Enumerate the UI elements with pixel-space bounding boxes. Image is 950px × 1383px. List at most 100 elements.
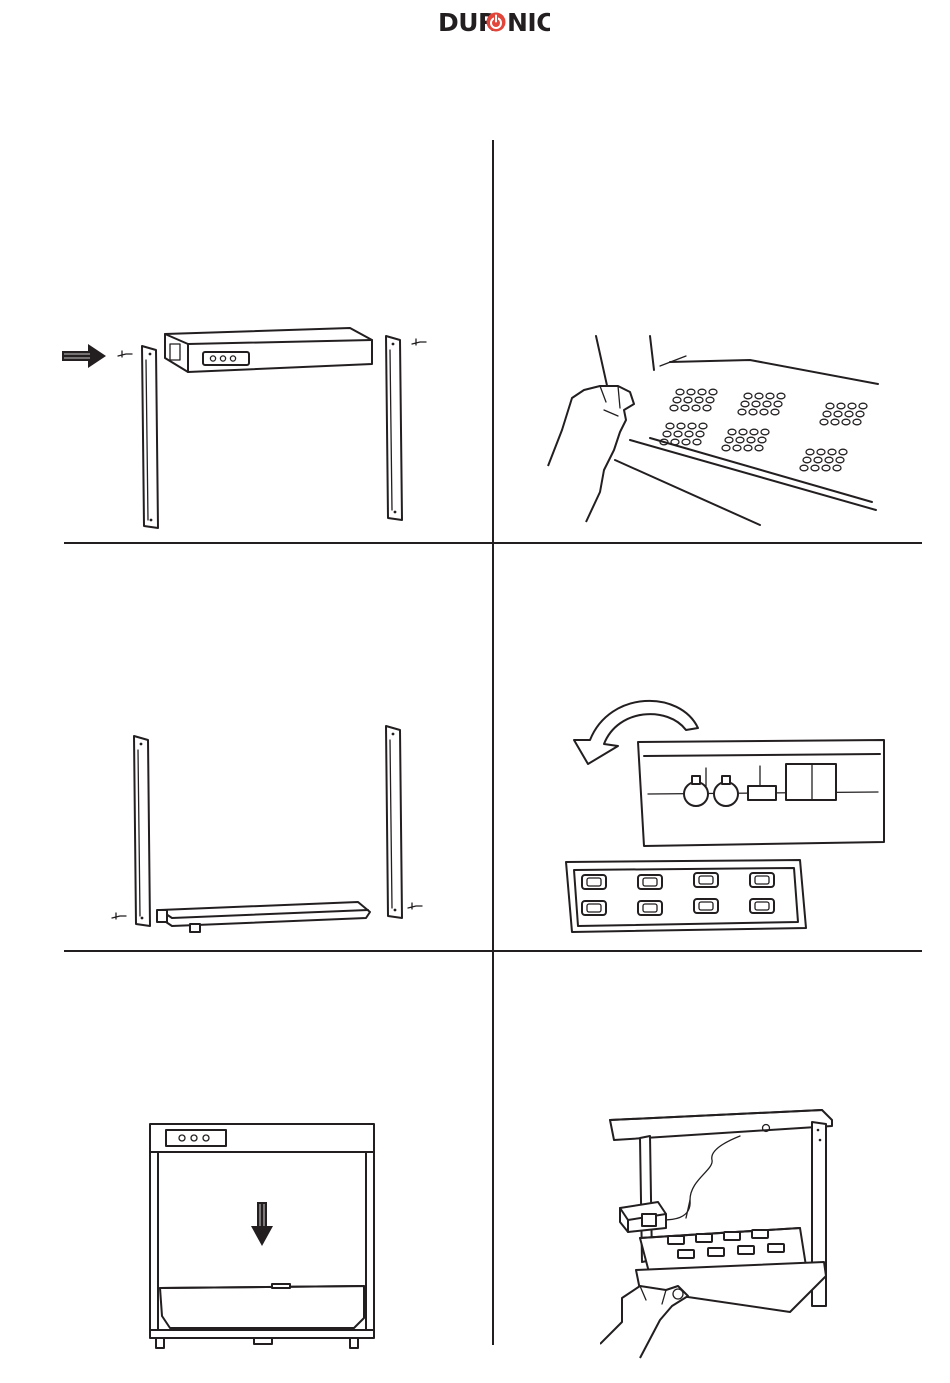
led-hole bbox=[739, 429, 747, 435]
brand-name-right: NIC bbox=[507, 8, 550, 37]
led-hole bbox=[736, 437, 744, 443]
led-hole bbox=[831, 419, 839, 425]
led-hole bbox=[825, 457, 833, 463]
led-hole bbox=[817, 449, 825, 455]
pod-slot bbox=[678, 1250, 694, 1258]
pod-slot bbox=[738, 1246, 754, 1254]
led-hole bbox=[681, 405, 689, 411]
hand-icon bbox=[548, 386, 634, 522]
led-hole bbox=[774, 401, 782, 407]
screw-icon bbox=[412, 339, 426, 345]
led-hole bbox=[706, 397, 714, 403]
led-hole bbox=[744, 445, 752, 451]
led-hole bbox=[676, 389, 684, 395]
led-hole bbox=[733, 445, 741, 451]
pod-slot bbox=[638, 901, 662, 915]
led-hole bbox=[826, 403, 834, 409]
pod-slot bbox=[750, 899, 774, 913]
led-hole bbox=[696, 431, 704, 437]
pod-slot bbox=[694, 873, 718, 887]
right-side-post bbox=[386, 726, 402, 918]
led-hole bbox=[703, 405, 711, 411]
led-hole bbox=[688, 423, 696, 429]
led-hole bbox=[671, 439, 679, 445]
led-hole bbox=[803, 457, 811, 463]
led-hole bbox=[709, 389, 717, 395]
power-adapter bbox=[620, 1202, 666, 1232]
led-hole bbox=[848, 403, 856, 409]
led-hole bbox=[833, 465, 841, 471]
led-hole bbox=[777, 393, 785, 399]
pod-slot bbox=[694, 899, 718, 913]
led-hole bbox=[856, 411, 864, 417]
led-hole bbox=[839, 449, 847, 455]
led-hole bbox=[763, 401, 771, 407]
led-hole bbox=[814, 457, 822, 463]
screw-icon bbox=[118, 351, 132, 357]
step-2-illustration bbox=[500, 320, 920, 540]
led-hole bbox=[670, 405, 678, 411]
led-hole bbox=[752, 401, 760, 407]
horizontal-divider-1 bbox=[64, 542, 922, 544]
led-hole bbox=[820, 419, 828, 425]
step-1-illustration bbox=[60, 320, 480, 540]
screw-icon bbox=[408, 903, 422, 909]
led-hole bbox=[687, 389, 695, 395]
led-hole bbox=[761, 429, 769, 435]
water-tank bbox=[638, 740, 884, 846]
brand-logo: DUR NIC bbox=[438, 6, 550, 38]
led-hole bbox=[693, 439, 701, 445]
step-4-illustration bbox=[500, 690, 920, 940]
led-hole bbox=[836, 457, 844, 463]
pod-slot bbox=[696, 1234, 712, 1242]
pod-slot bbox=[582, 875, 606, 889]
led-hole bbox=[842, 419, 850, 425]
horizontal-divider-2 bbox=[64, 950, 922, 952]
arrow-right-icon bbox=[62, 344, 106, 368]
led-hole bbox=[695, 397, 703, 403]
led-hole bbox=[741, 401, 749, 407]
led-hole bbox=[800, 465, 808, 471]
pod-slot bbox=[750, 873, 774, 887]
led-hole bbox=[663, 431, 671, 437]
led-hole bbox=[755, 393, 763, 399]
led-hole bbox=[828, 449, 836, 455]
led-hole bbox=[698, 389, 706, 395]
lamp-head bbox=[165, 328, 372, 372]
led-hole bbox=[859, 403, 867, 409]
step-6-illustration bbox=[600, 1100, 950, 1360]
hand-icon bbox=[600, 1286, 688, 1358]
led-hole bbox=[685, 431, 693, 437]
led-hole bbox=[758, 437, 766, 443]
led-hole bbox=[747, 437, 755, 443]
led-hole-pattern bbox=[660, 389, 867, 471]
led-hole bbox=[853, 419, 861, 425]
led-hole bbox=[682, 439, 690, 445]
base-plate bbox=[157, 902, 370, 932]
led-hole bbox=[674, 431, 682, 437]
led-hole bbox=[834, 411, 842, 417]
led-hole bbox=[738, 409, 746, 415]
led-hole bbox=[699, 423, 707, 429]
led-hole bbox=[771, 409, 779, 415]
float-tray bbox=[566, 860, 806, 932]
step-3-illustration bbox=[60, 720, 480, 940]
pod-slot bbox=[638, 875, 662, 889]
led-hole bbox=[822, 465, 830, 471]
pod-slot bbox=[582, 901, 606, 915]
power-icon bbox=[487, 13, 506, 32]
pod-slot bbox=[752, 1230, 768, 1238]
led-hole bbox=[755, 445, 763, 451]
led-hole bbox=[749, 409, 757, 415]
pod-slot bbox=[768, 1244, 784, 1252]
led-panel bbox=[596, 336, 878, 525]
led-hole bbox=[837, 403, 845, 409]
step-5-illustration bbox=[140, 1118, 560, 1358]
led-hole bbox=[823, 411, 831, 417]
right-side-post bbox=[386, 336, 402, 520]
led-hole bbox=[728, 429, 736, 435]
water-tank bbox=[160, 1284, 364, 1328]
led-hole bbox=[760, 409, 768, 415]
led-hole bbox=[845, 411, 853, 417]
led-hole bbox=[750, 429, 758, 435]
